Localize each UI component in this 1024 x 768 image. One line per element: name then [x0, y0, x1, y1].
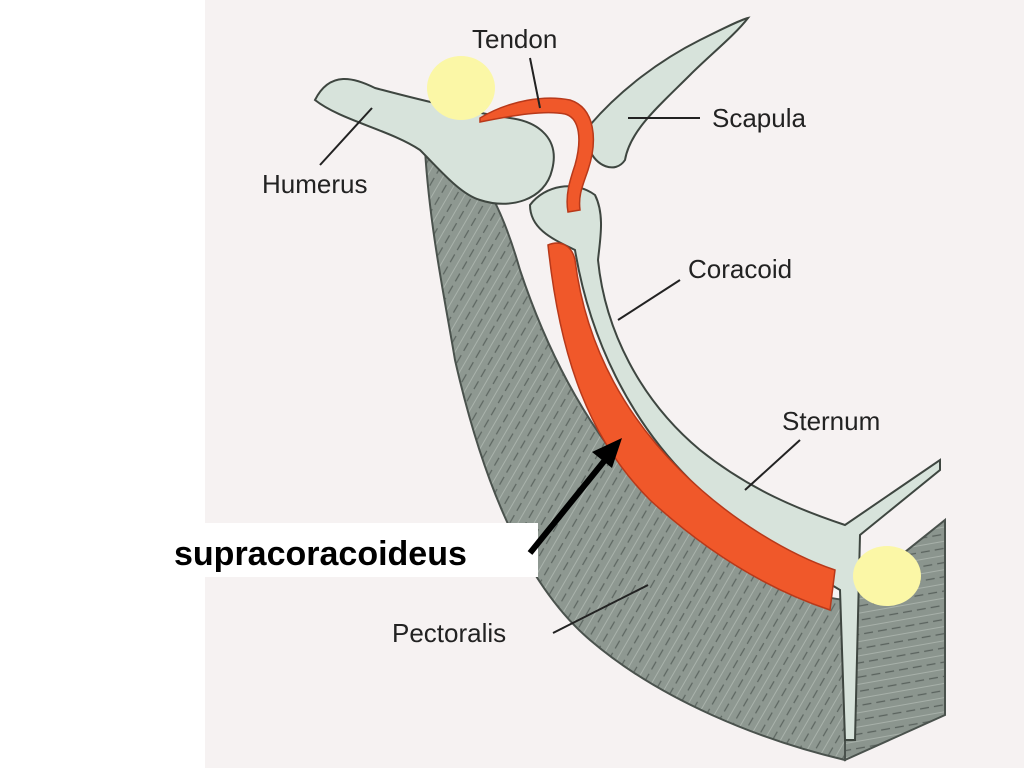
pectoralis-muscle — [423, 147, 846, 762]
pectoralis-leader-line — [552, 584, 649, 634]
humerus-label: Humerus — [262, 169, 367, 199]
marker-dot-sternum-origin — [853, 546, 921, 606]
coracoid-label: Coracoid — [688, 254, 792, 284]
coracoid-sternum-bone — [528, 185, 941, 741]
scapula-bone — [589, 16, 751, 169]
supracoracoideus-arrowhead — [592, 438, 622, 468]
supracoracoideus-label-box — [168, 523, 538, 577]
humerus-bone — [313, 78, 555, 205]
coracoid-leader-line — [617, 279, 681, 321]
supracoracoideus-tendon — [479, 97, 594, 213]
supracoracoideus-label: supracoracoideus — [174, 535, 467, 573]
scapula-label: Scapula — [712, 103, 806, 133]
tendon-leader-line — [529, 57, 541, 109]
pectoralis-label: Pectoralis — [392, 618, 506, 648]
sternum-label: Sternum — [782, 406, 880, 436]
sternum-leader-line — [744, 439, 801, 491]
marker-dot-tendon-insertion — [427, 56, 495, 120]
tendon-label: Tendon — [472, 24, 557, 54]
humerus-leader-line — [319, 107, 373, 166]
supracoracoideus-arrow-shaft — [527, 458, 608, 555]
